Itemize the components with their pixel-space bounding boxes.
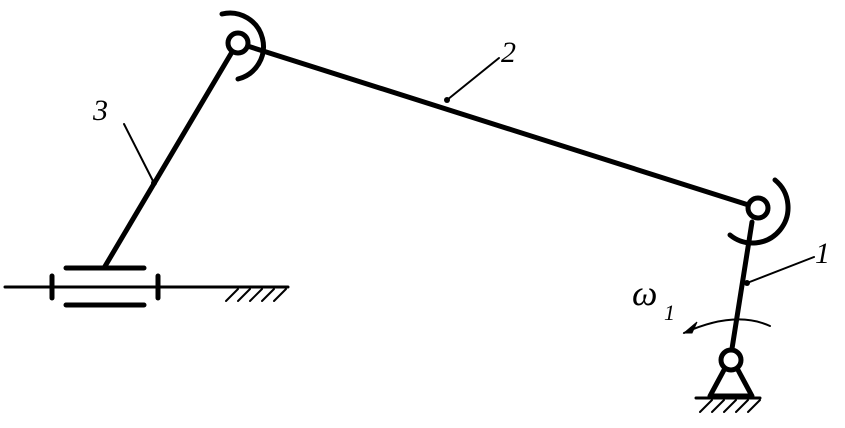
joint-right-pin [745,195,771,221]
link-3-label: 3 [92,94,108,127]
joint-right-arc [727,177,791,246]
crank-pivot-support [707,367,755,399]
omega-arc [683,318,771,334]
link-2 [235,40,761,211]
link-3 [101,49,235,271]
link-2-label: 2 [501,36,516,69]
crank-pivot-pin [718,347,744,373]
crank-ground-hatch [699,399,761,413]
link-3-leader [123,123,155,184]
joint-top-arc [219,10,266,82]
link-1-leader [746,256,815,284]
link-2-leader [446,57,500,101]
omega-label: ω [632,273,657,313]
omega-arrowhead [682,321,698,334]
slider-ground-hatch [225,288,287,302]
omega-subscript: 1 [664,300,675,325]
joint-top-pin [225,30,251,56]
link-1-label: 1 [815,237,830,270]
